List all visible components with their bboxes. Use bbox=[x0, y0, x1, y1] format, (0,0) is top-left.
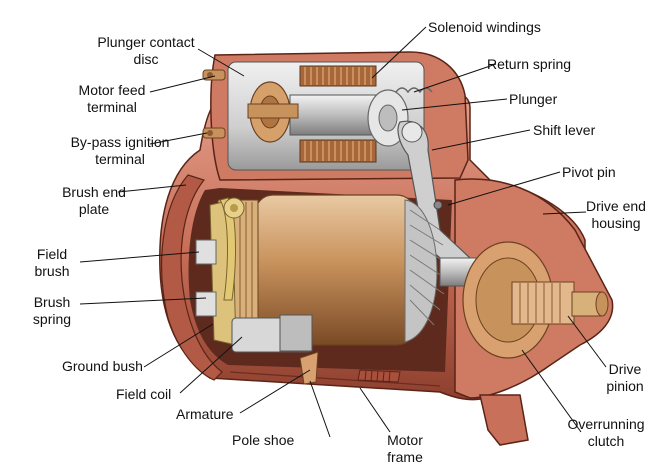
label-motor-frame: Motor frame bbox=[387, 432, 423, 465]
label-pole-shoe: Pole shoe bbox=[232, 432, 295, 448]
label-pivot-pin: Pivot pin bbox=[562, 164, 616, 180]
label-overrunning-clutch: Overrunning clutch bbox=[567, 416, 645, 449]
label-armature: Armature bbox=[176, 406, 234, 422]
leader-lines bbox=[79, 26, 607, 438]
label-bypass-ignition-terminal: By-pass ignition terminal bbox=[70, 134, 170, 167]
label-field-brush: Field brush bbox=[34, 246, 70, 279]
label-drive-pinion: Drive pinion bbox=[606, 361, 644, 394]
label-drive-end-housing: Drive end housing bbox=[586, 198, 646, 231]
label-shift-lever: Shift lever bbox=[533, 122, 596, 138]
label-plunger-contact-disc: Plunger contact disc bbox=[97, 34, 195, 67]
label-motor-feed-terminal: Motor feed terminal bbox=[78, 82, 146, 115]
label-ground-bush: Ground bush bbox=[62, 358, 143, 374]
label-brush-spring: Brush spring bbox=[32, 294, 72, 327]
clutch-and-pinion bbox=[462, 241, 609, 359]
label-return-spring: Return spring bbox=[487, 56, 572, 72]
label-brush-end-plate: Brush end plate bbox=[62, 184, 126, 217]
brush-assembly bbox=[195, 197, 319, 385]
label-plunger: Plunger bbox=[509, 91, 558, 107]
label-solenoid-windings: Solenoid windings bbox=[428, 19, 541, 35]
label-field-coil: Field coil bbox=[116, 386, 172, 402]
